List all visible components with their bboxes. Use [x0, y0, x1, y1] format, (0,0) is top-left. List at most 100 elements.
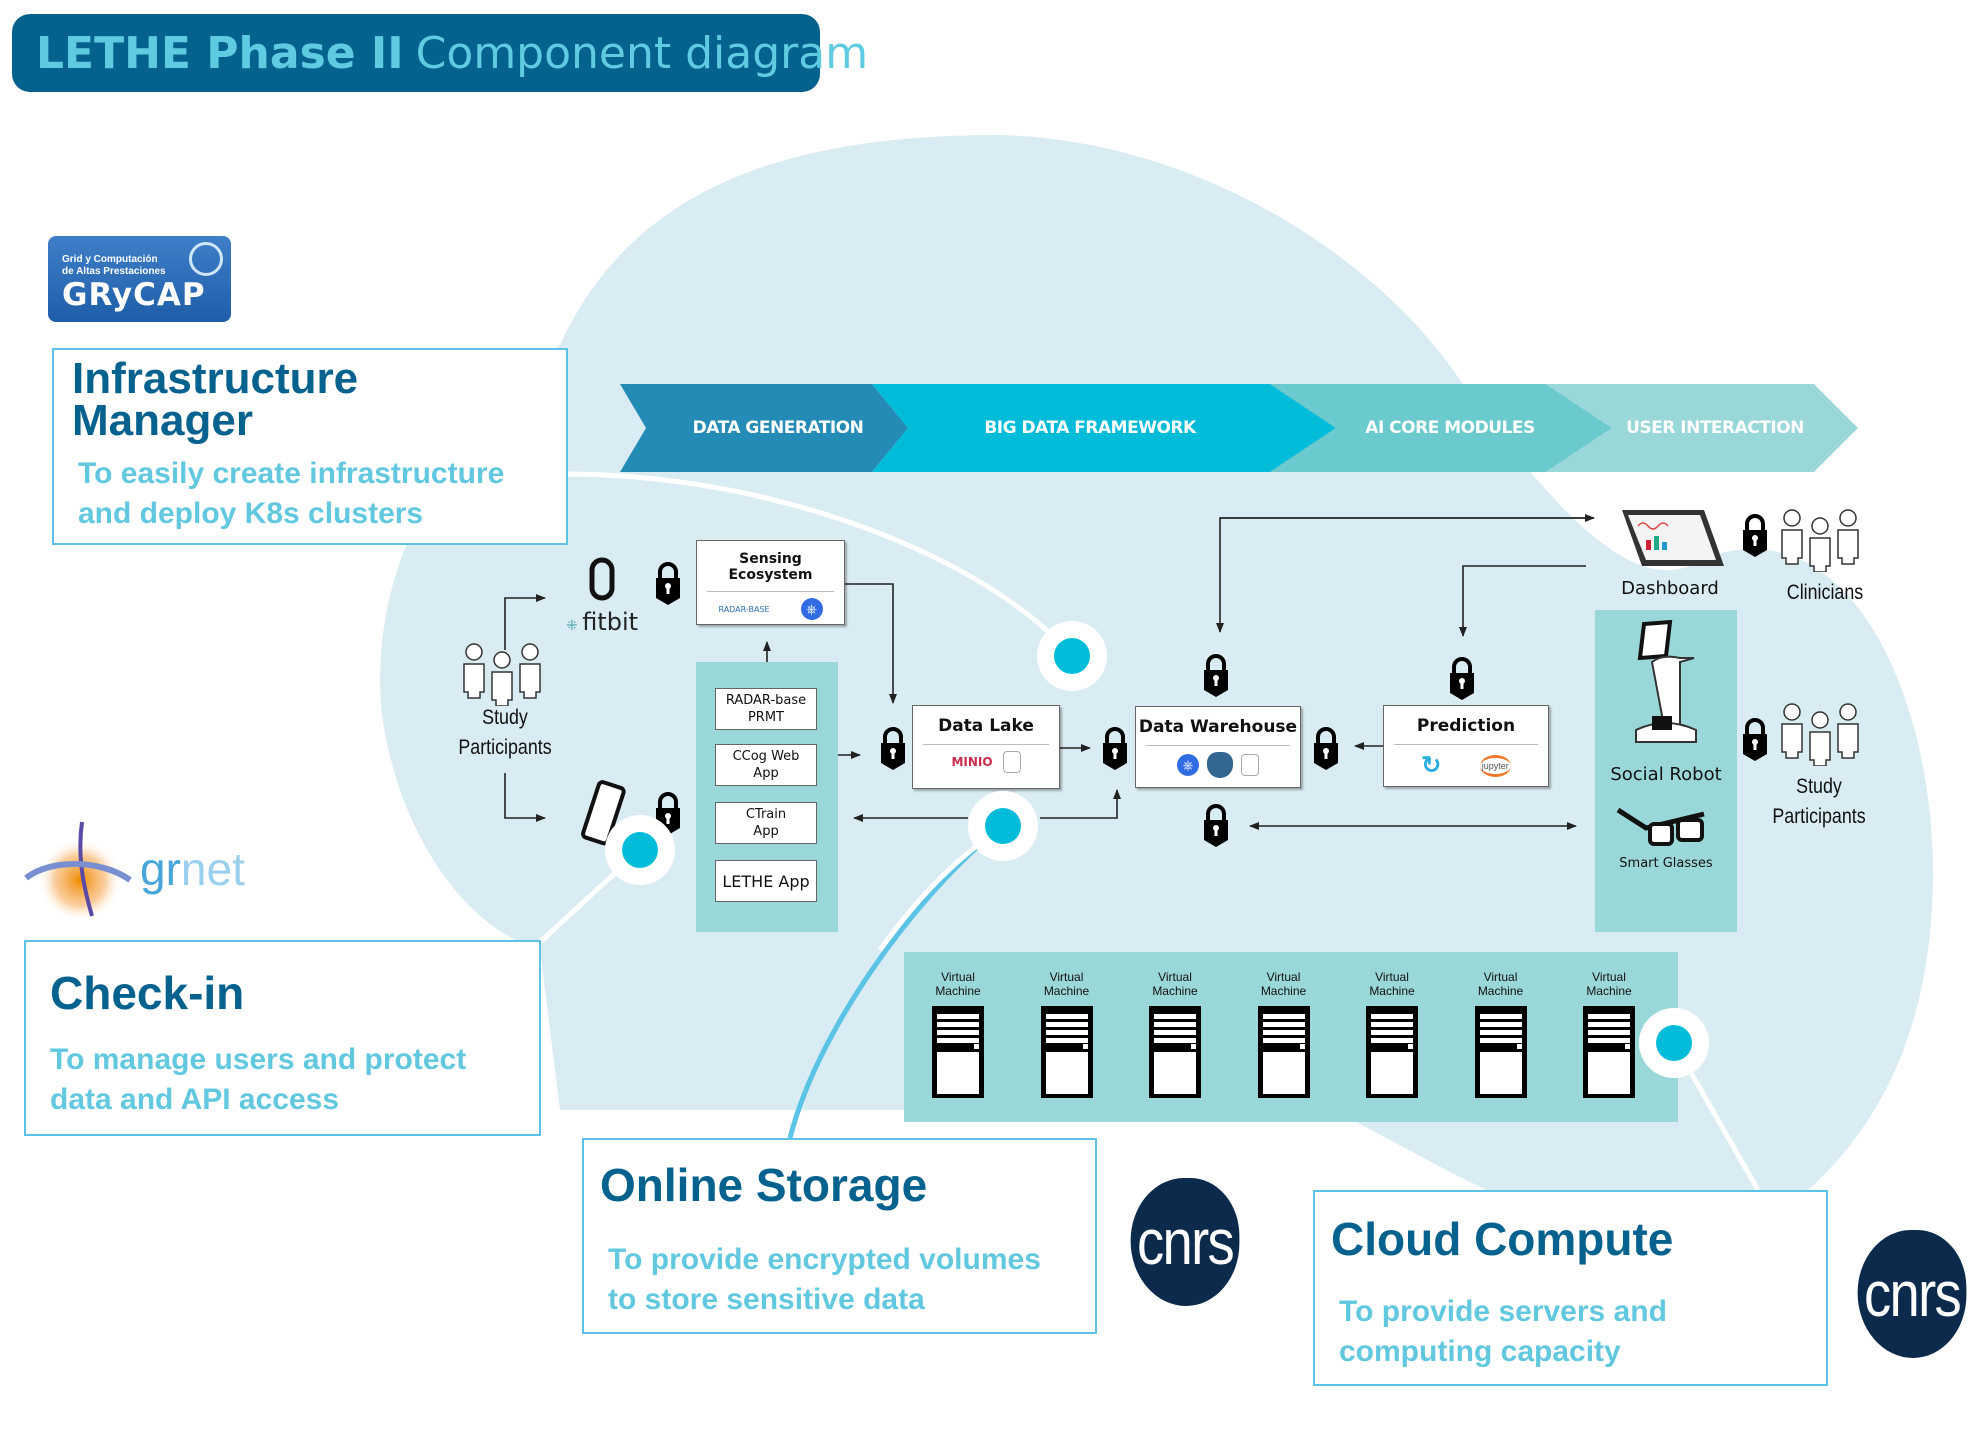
compute-text-line1: To provide servers and	[1339, 1295, 1667, 1328]
sensing-ecosystem-title: Sensing Ecosystem	[728, 551, 813, 583]
marker-infrastructure-manager[interactable]	[1037, 621, 1107, 691]
compute-description: To provide servers and computing capacit…	[1339, 1292, 1667, 1372]
infra-heading-line1: Infrastructure	[72, 354, 359, 403]
lock-icon	[1742, 716, 1768, 767]
marker-dot	[1054, 638, 1090, 674]
label-study-participants-left: Study Participants	[450, 703, 561, 763]
grycap-line2: de Altas Prestaciones	[62, 266, 166, 277]
lock-icon	[1102, 725, 1128, 776]
cnrs-logo-compute: cnrs	[1857, 1230, 1967, 1358]
connector-infra	[564, 471, 1074, 658]
participants-right-line2: Participants	[1772, 805, 1866, 828]
storage-text-line2: to store sensitive data	[608, 1283, 925, 1316]
grycap-name: GRyCAP	[62, 277, 206, 313]
label-social-robot: Social Robot	[1610, 764, 1722, 785]
social-robot-icon	[1635, 620, 1697, 743]
postgresql-icon	[1207, 752, 1233, 778]
arrow-to-warehouse-up	[1040, 789, 1121, 819]
grnet-logo: grnet	[22, 818, 252, 918]
data-lake-box[interactable]: Data Lake MINIO	[912, 705, 1060, 789]
marker-online-storage[interactable]	[968, 791, 1038, 861]
server-icon	[1366, 1006, 1418, 1098]
prediction-box[interactable]: Prediction ↻ jupyter	[1383, 705, 1549, 787]
fitbit-logo: ⁜ fitbit	[566, 608, 638, 636]
label-study-participants-right: Study Participants	[1764, 772, 1875, 832]
checkin-text-line2: data and API access	[50, 1083, 340, 1116]
arrow-participants-phone	[504, 773, 546, 822]
page-title: LETHE Phase II Component diagram	[12, 14, 868, 92]
lock-icon	[1203, 802, 1229, 853]
lock-icon	[1313, 725, 1339, 776]
lock-icon	[1742, 512, 1768, 563]
marker-cloud-compute[interactable]	[1639, 1008, 1709, 1078]
minio-logo: MINIO	[951, 755, 993, 769]
participants-left-line2: Participants	[458, 736, 552, 759]
app-box[interactable]: LETHE App	[715, 860, 817, 902]
stage-label-ai-core-modules: AI CORE MODULES	[1365, 418, 1535, 438]
label-dashboard: Dashboard	[1621, 578, 1719, 599]
kubernetes-icon: ⎈	[1177, 754, 1199, 776]
prediction-logos: ↻ jupyter	[1384, 751, 1548, 780]
kubernetes-icon: ⎈	[800, 598, 823, 620]
infra-text-line1: To easily create infrastructure	[78, 457, 505, 490]
globe-icon	[189, 242, 223, 276]
grycap-logo: Grid y Computación de Altas Prestaciones…	[48, 236, 231, 322]
arrow-sensing-datalake	[845, 583, 897, 704]
smartphone-icon	[581, 780, 626, 846]
radar-base-logo: RADAR-BASE	[718, 604, 770, 614]
smart-glasses-icon	[1616, 807, 1705, 846]
grnet-swoosh-icon	[24, 821, 132, 918]
database-icon	[1241, 754, 1259, 776]
marker-dot	[622, 832, 658, 868]
marker-check-in[interactable]	[605, 815, 675, 885]
callout-cloud-compute: Cloud Compute To provide servers and com…	[1313, 1190, 1828, 1386]
infra-description: To easily create infrastructure and depl…	[78, 454, 504, 534]
infra-heading-line2: Manager	[72, 396, 253, 445]
data-warehouse-title: Data Warehouse	[1138, 717, 1298, 737]
people-icon-participants-right	[1781, 703, 1859, 766]
stage-label-big-data-framework: BIG DATA FRAMEWORK	[984, 418, 1196, 438]
compute-text-line2: computing capacity	[1339, 1335, 1621, 1368]
server-icon	[1257, 1006, 1310, 1098]
server-icon	[1149, 1006, 1201, 1098]
participants-right-line1: Study	[1796, 775, 1842, 798]
people-icon-participants-left	[463, 643, 541, 706]
data-warehouse-logos: ⎈	[1136, 752, 1300, 778]
fitbit-label: fitbit	[582, 608, 639, 636]
sensing-logos: RADAR-BASE ⎈	[697, 598, 844, 620]
arrow-participants-fitbit	[504, 594, 546, 650]
label-smart-glasses: Smart Glasses	[1619, 856, 1713, 871]
data-lake-title: Data Lake	[938, 716, 1034, 736]
title-bold: LETHE Phase II	[36, 27, 404, 79]
server-icon	[1474, 1006, 1527, 1098]
data-warehouse-box[interactable]: Data Warehouse ⎈	[1135, 706, 1301, 788]
grycap-line1: Grid y Computación	[62, 254, 158, 265]
lock-icon	[1203, 652, 1229, 703]
checkin-heading: Check-in	[50, 967, 245, 1019]
infra-heading: Infrastructure Manager	[72, 354, 359, 445]
stage-label-user-interaction: USER INTERACTION	[1626, 418, 1804, 438]
dashboard-tablet-icon	[1622, 510, 1724, 566]
data-lake-logos: MINIO	[913, 751, 1059, 773]
app-label: LETHE App	[722, 871, 810, 891]
storage-heading: Online Storage	[600, 1159, 928, 1211]
sensing-ecosystem-box[interactable]: Sensing Ecosystem RADAR-BASE ⎈	[696, 540, 845, 625]
callout-infrastructure-manager: Infrastructure Manager To easily create …	[52, 348, 568, 545]
